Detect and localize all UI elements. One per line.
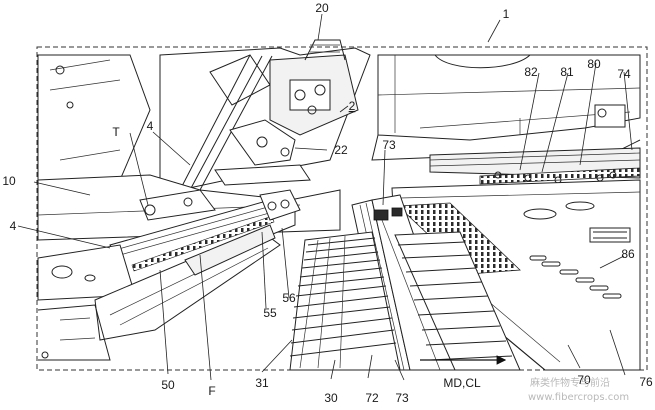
comb-bar: [429, 147, 641, 185]
disc-stack: [289, 231, 401, 371]
label-74: 74: [617, 67, 631, 81]
label-82: 82: [524, 65, 538, 79]
label-50: 50: [161, 378, 175, 392]
label-72: 72: [365, 391, 379, 405]
label-20: 20: [315, 1, 329, 15]
label-86: 86: [621, 247, 635, 261]
label-30: 30: [324, 391, 338, 405]
label-T: T: [112, 125, 120, 139]
slot-row: [529, 255, 622, 299]
label-4-top: 4: [147, 119, 154, 133]
label-10: 10: [2, 174, 16, 188]
label-81: 81: [560, 65, 574, 79]
needle-strip: [394, 231, 521, 371]
label-70: 70: [577, 373, 591, 387]
label-22: 22: [334, 143, 348, 157]
label-76: 76: [639, 375, 653, 389]
label-F: F: [208, 384, 215, 398]
label-73-bottom: 73: [395, 391, 409, 405]
watermark-url: www.fibercrops.com: [528, 392, 629, 403]
direction-label: MD,CL: [443, 376, 481, 390]
reference-labels: 20 1 2 22 73 T 4 10 4 82 81 80 74 86 50 …: [2, 1, 653, 405]
label-4-left: 4: [10, 219, 17, 233]
label-2: 2: [349, 99, 356, 113]
leader-lines: [17, 13, 633, 381]
label-73-top: 73: [382, 138, 396, 152]
label-56: 56: [282, 291, 296, 305]
watermark-text: 麻类作物专与前沿: [530, 376, 610, 389]
label-31: 31: [255, 376, 269, 390]
upper-arm-assembly: [37, 39, 371, 191]
label-55: 55: [263, 306, 277, 320]
gripper-bar: [37, 189, 301, 361]
label-1: 1: [503, 7, 510, 21]
label-80: 80: [587, 57, 601, 71]
